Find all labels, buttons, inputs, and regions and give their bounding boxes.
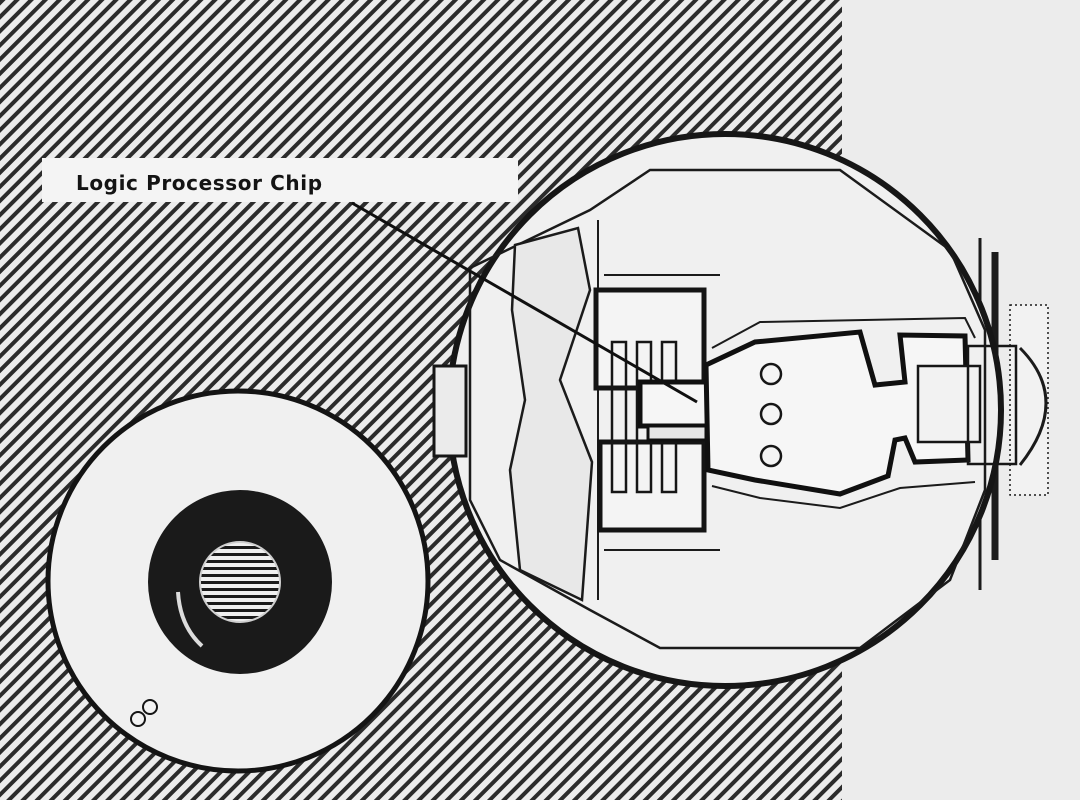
right-connector-inner <box>966 344 1018 466</box>
left-port-tab <box>432 364 468 458</box>
indicator-dots <box>130 699 158 727</box>
lens-rim <box>199 541 281 623</box>
left-wedge <box>508 226 594 602</box>
main-unit <box>432 131 1049 689</box>
chip-base <box>646 424 708 442</box>
inner-shell <box>468 168 987 650</box>
callout-label-box: Logic Processor Chip <box>42 158 518 202</box>
lens-glint <box>176 591 204 648</box>
right-connector <box>916 364 982 444</box>
callout-leader-line <box>351 201 698 404</box>
callout-label: Logic Processor Chip <box>76 171 323 195</box>
lens <box>200 542 280 622</box>
secondary-unit <box>45 388 431 774</box>
board-outline <box>711 316 976 510</box>
inner-dividers <box>597 220 720 600</box>
mounting-holes <box>759 362 783 468</box>
